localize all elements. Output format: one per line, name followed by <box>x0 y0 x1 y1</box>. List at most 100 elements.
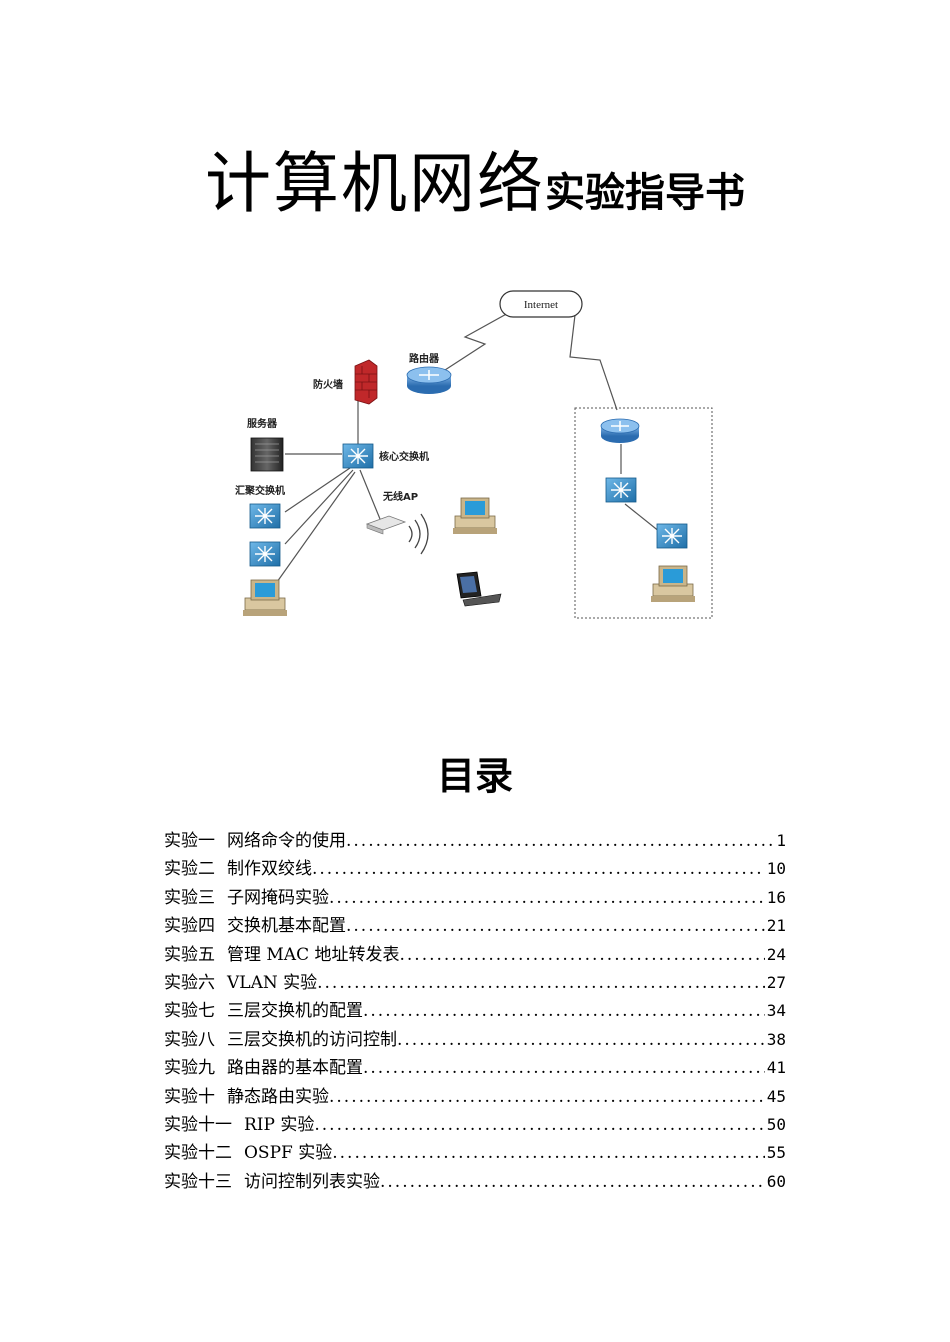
toc-entry-title: 路由器的基本配置 <box>227 1058 363 1079</box>
switch-icon <box>605 477 637 503</box>
toc-entry-page: 55 <box>766 1143 786 1163</box>
toc-entry-page: 60 <box>766 1171 786 1191</box>
toc-entry-title: VLAN 实验 <box>227 972 318 993</box>
link-core-pc <box>276 471 356 583</box>
toc-heading: 目录 <box>436 754 513 798</box>
toc-entry-number: 实验八 <box>164 1029 215 1050</box>
toc-entry[interactable]: 实验六 VLAN 实验 27 <box>164 968 786 996</box>
link-core-agg1 <box>284 467 351 513</box>
toc-entry-title: 静态路由实验 <box>227 1086 329 1107</box>
toc-entry-page: 34 <box>766 1001 786 1021</box>
toc-leader-dots <box>314 1115 764 1135</box>
router-icon <box>600 418 640 443</box>
server-icon <box>250 437 284 472</box>
core-switch-icon <box>342 443 374 469</box>
toc-leader-dots <box>346 831 774 851</box>
toc-entry-number: 实验十二 <box>164 1143 232 1164</box>
toc-leader-dots <box>397 1030 765 1050</box>
firewall-icon <box>354 359 378 405</box>
link-core-ap <box>359 469 381 520</box>
toc-entry-page: 38 <box>766 1029 786 1049</box>
toc-leader-dots <box>380 1172 765 1192</box>
remote-site-boundary <box>574 407 713 619</box>
toc-entry-number: 实验四 <box>164 916 215 937</box>
link-remote-switches <box>624 503 661 533</box>
toc-entry-page: 21 <box>766 916 786 936</box>
firewall-label: 防火墙 <box>313 378 343 391</box>
toc-entry-page: 16 <box>766 887 786 907</box>
wireless-ap-label: 无线AP <box>382 490 418 503</box>
toc-entry-page: 1 <box>776 831 786 850</box>
toc-entry-title: 三层交换机的配置 <box>227 1001 363 1022</box>
toc-entry-number: 实验三 <box>164 887 215 908</box>
laptop-icon <box>456 571 502 607</box>
aggregation-switch-icon <box>249 503 281 529</box>
network-topology-diagram: Internet 路由器 防火墙 服务器 核心交换机 汇聚交换机 <box>235 290 713 619</box>
toc-leader-dots <box>363 1001 765 1021</box>
toc-entry-page: 10 <box>766 859 786 879</box>
core-switch-label: 核心交换机 <box>379 450 429 463</box>
toc-leader-dots <box>329 888 765 908</box>
toc-entry-number: 实验十三 <box>164 1171 232 1192</box>
toc-entry-title: OSPF 实验 <box>244 1143 333 1164</box>
toc-leader-dots <box>329 1087 765 1107</box>
switch-icon <box>656 523 688 549</box>
router-icon <box>406 366 452 394</box>
toc-entry-page: 45 <box>766 1086 786 1106</box>
wireless-ap-icon <box>365 513 429 555</box>
toc-entry[interactable]: 实验十一 RIP 实验 50 <box>164 1110 786 1138</box>
toc-entry-title: 三层交换机的访问控制 <box>227 1029 397 1050</box>
toc-entry-page: 50 <box>766 1114 786 1134</box>
toc-entry-page: 41 <box>766 1058 786 1078</box>
toc-entry-number: 实验二 <box>164 859 215 880</box>
toc-leader-dots <box>400 945 765 965</box>
toc-entry-title: 交换机基本配置 <box>227 916 346 937</box>
toc-entry-number: 实验五 <box>164 944 215 965</box>
toc-entry-number: 实验六 <box>164 972 215 993</box>
server-label: 服务器 <box>247 417 278 430</box>
toc-entry-number: 实验十一 <box>164 1114 232 1135</box>
aggregation-switch-icon <box>249 541 281 567</box>
toc-entry-title: 子网掩码实验 <box>227 887 329 908</box>
toc-leader-dots <box>332 1143 765 1163</box>
toc-entry[interactable]: 实验一网络命令的使用1 <box>164 826 786 854</box>
toc-leader-dots <box>312 859 765 879</box>
toc-entry-number: 实验九 <box>164 1058 215 1079</box>
toc-leader-dots <box>346 916 765 936</box>
link-internet-router <box>444 311 511 371</box>
title-part-2: 实验指导书 <box>545 170 745 216</box>
toc-entry[interactable]: 实验十二 OSPF 实验 55 <box>164 1138 786 1166</box>
desktop-pc-icon <box>651 565 695 602</box>
document-title: 计算机网络实验指导书 <box>0 130 950 226</box>
toc-leader-dots <box>363 1058 765 1078</box>
toc-entry-page: 27 <box>766 972 786 992</box>
toc-entry-title: 访问控制列表实验 <box>244 1171 380 1192</box>
link-internet-remote-router <box>569 314 618 411</box>
toc-entry-title: RIP 实验 <box>244 1114 315 1135</box>
router-label: 路由器 <box>409 352 440 365</box>
desktop-pc-icon <box>243 579 287 616</box>
aggregation-switch-label: 汇聚交换机 <box>235 484 285 497</box>
toc-entry-number: 实验七 <box>164 1001 215 1022</box>
toc-entry-number: 实验一 <box>164 831 215 851</box>
toc-entry-title: 管理 MAC 地址转发表 <box>227 944 400 965</box>
internet-label: Internet <box>524 299 558 311</box>
desktop-pc-icon <box>453 497 497 534</box>
toc-leader-dots <box>317 973 765 993</box>
internet-node: Internet <box>499 290 583 318</box>
toc-entry-page: 24 <box>766 944 786 964</box>
toc-entry-title: 制作双绞线 <box>227 859 312 880</box>
connection-lines <box>276 311 661 583</box>
title-part-1: 计算机网络 <box>205 145 545 222</box>
toc-entry-number: 实验十 <box>164 1086 215 1107</box>
